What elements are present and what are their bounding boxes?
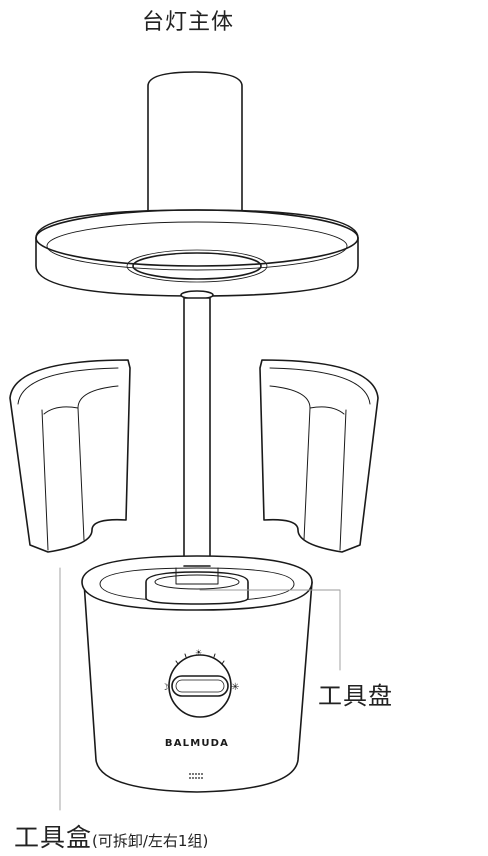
tool-box-left: [10, 360, 130, 552]
brand-logo: BALMUDA: [165, 738, 229, 749]
tool-box-right: [260, 360, 378, 552]
tool-box-label: 工具盒(可拆卸/左右1组): [14, 818, 208, 854]
tool-box-label-main: 工具盒: [14, 823, 92, 852]
lamp-head-cylinder: [148, 72, 242, 218]
dimmer-dial: [169, 654, 231, 717]
lamp-pole: [184, 298, 210, 580]
tool-tray-label: 工具盘: [318, 676, 393, 711]
moon-icon: ☽: [161, 683, 169, 693]
lamp-disc-shade: [36, 210, 358, 296]
tool-box-label-note: (可拆卸/左右1组): [92, 832, 208, 850]
sun-large-icon: ✳: [231, 682, 239, 693]
sun-small-icon: ☀: [195, 648, 202, 657]
